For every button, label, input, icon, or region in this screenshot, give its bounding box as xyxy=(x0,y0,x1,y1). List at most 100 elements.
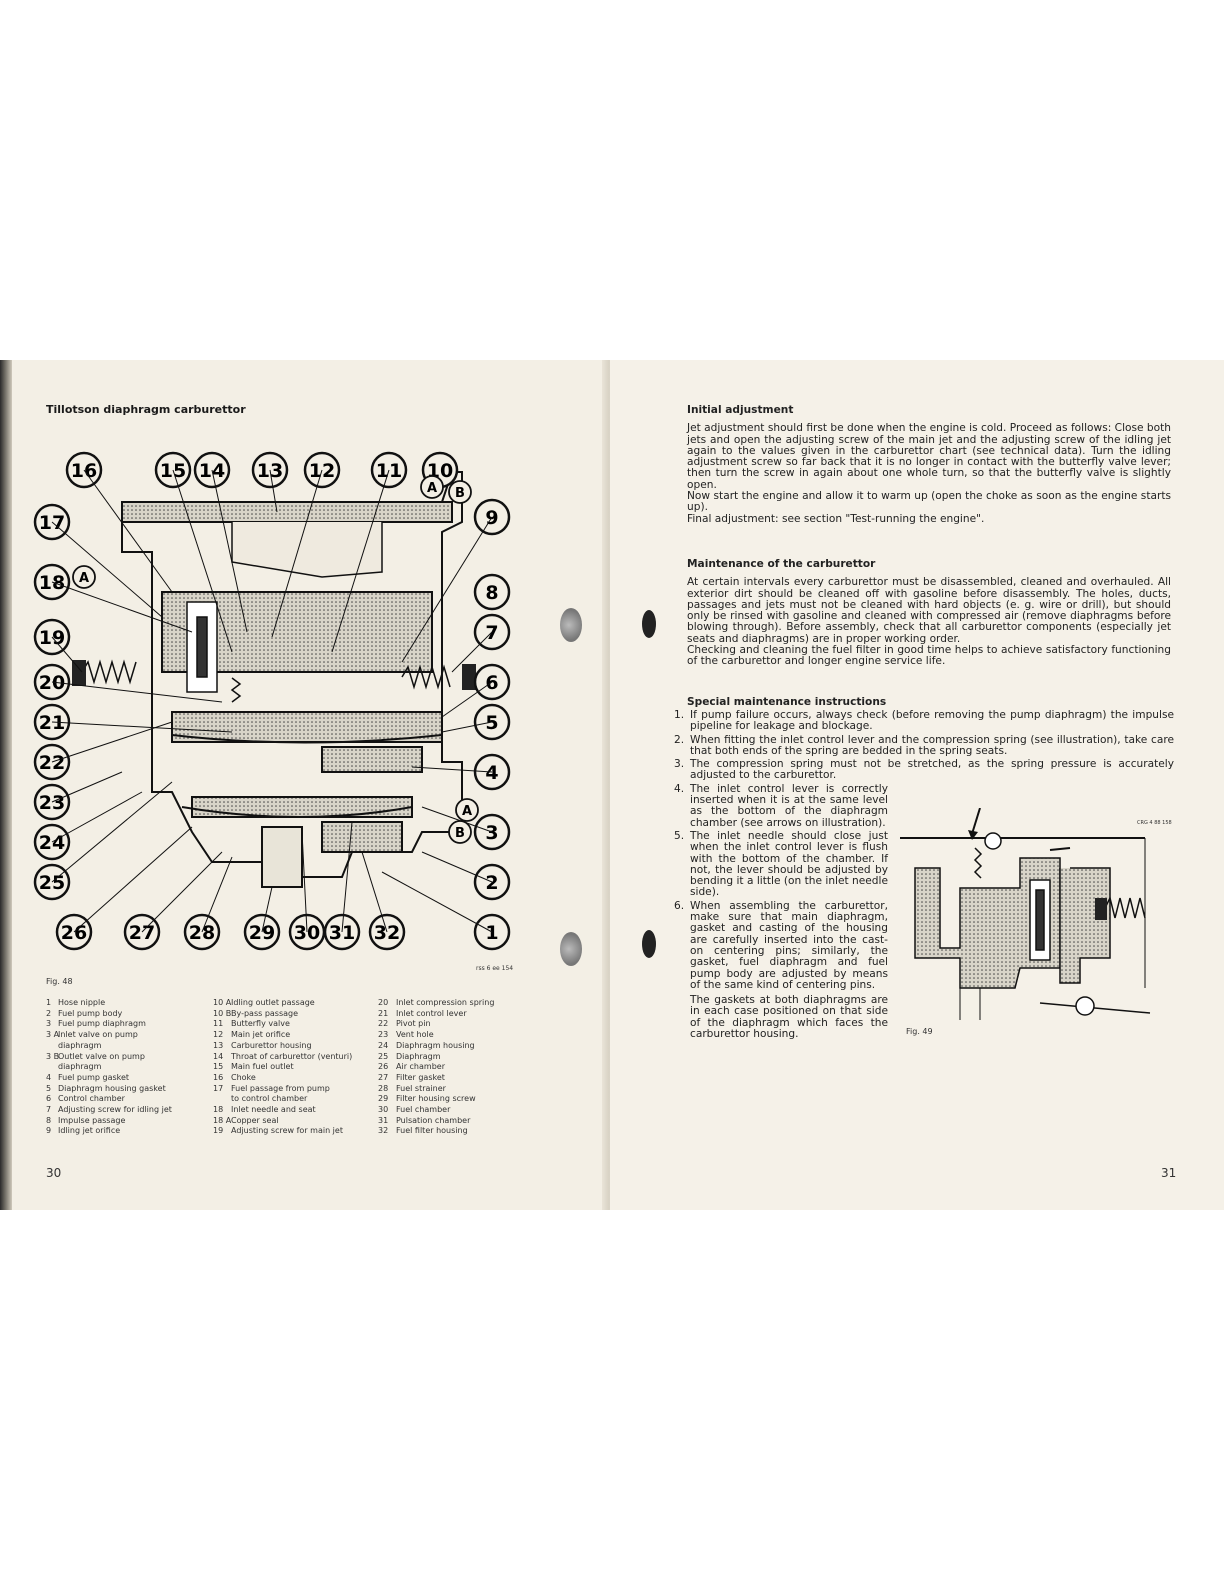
paragraph: Jet adjustment should first be done when… xyxy=(687,422,1171,491)
legend-text: Main fuel outlet xyxy=(231,1062,294,1072)
right-page: Initial adjustment Jet adjustment should… xyxy=(610,360,1224,1210)
legend-text: diaphragm xyxy=(58,1062,102,1072)
svg-text:5: 5 xyxy=(485,712,498,734)
legend-number: 7 xyxy=(46,1105,52,1115)
legend-number: 31 xyxy=(378,1115,389,1125)
svg-text:31: 31 xyxy=(329,922,355,944)
section-heading: Special maintenance instructions xyxy=(687,696,887,708)
figure-code: rss 6 ee 154 xyxy=(476,965,514,972)
svg-text:19: 19 xyxy=(39,627,65,649)
fig49-code: CRG 4 88 158 xyxy=(1137,820,1172,826)
fig49-label: Fig. 49 xyxy=(906,1027,933,1036)
paragraph: Checking and cleaning the fuel filter in… xyxy=(687,644,1171,668)
binding-edge xyxy=(0,360,12,1210)
legend-number: 9 xyxy=(46,1126,52,1136)
legend-number: 24 xyxy=(378,1040,389,1050)
svg-text:28: 28 xyxy=(189,922,215,944)
svg-text:9: 9 xyxy=(485,507,498,529)
legend-text: Air chamber xyxy=(396,1062,445,1072)
legend-number: 25 xyxy=(378,1051,389,1061)
svg-text:6: 6 xyxy=(485,672,498,694)
legend-number: 11 xyxy=(213,1019,224,1029)
legend-text: Hose nipple xyxy=(58,998,106,1007)
legend-text: Filter gasket xyxy=(396,1072,445,1082)
legend-row: 28 Fuel strainer xyxy=(378,1084,494,1095)
page-number-right: 31 xyxy=(1161,1166,1177,1180)
legend-row: 25 Diaphragm xyxy=(378,1052,494,1063)
legend-text: Main jet orifice xyxy=(231,1030,291,1040)
legend-text: Fuel passage from pump xyxy=(231,1083,330,1093)
legend-number: 32 xyxy=(378,1126,389,1136)
legend-text: Inlet needle and seat xyxy=(231,1105,316,1115)
legend-text: Filter housing screw xyxy=(396,1094,476,1104)
svg-text:4: 4 xyxy=(485,762,498,784)
sub-callout-B: B xyxy=(448,820,472,844)
callout-8: 8 xyxy=(473,573,511,611)
item-text: When fitting the inlet control lever and… xyxy=(690,733,1174,757)
punch-hole xyxy=(560,608,582,642)
item-number: 6. xyxy=(674,899,685,912)
svg-text:B: B xyxy=(455,826,465,841)
legend-number: 17 xyxy=(213,1083,224,1093)
legend-row: 24 Diaphragm housing xyxy=(378,1041,494,1052)
sub-callout-B: B xyxy=(448,480,472,504)
legend-text: Vent hole xyxy=(396,1030,434,1040)
svg-text:16: 16 xyxy=(71,460,97,482)
svg-text:3: 3 xyxy=(485,822,498,844)
list-item: 5.The inlet needle should close just whe… xyxy=(674,830,888,899)
svg-text:29: 29 xyxy=(249,922,275,944)
legend-row: 27 Filter gasket xyxy=(378,1073,494,1084)
legend-text: Diaphragm housing xyxy=(396,1040,475,1050)
legend-number: 21 xyxy=(378,1008,389,1018)
legend-row: 12 Main jet orifice xyxy=(213,1030,352,1041)
legend-row: 10 AIdling outlet passage xyxy=(213,998,352,1009)
paragraph: Now start the engine and allow it to war… xyxy=(687,490,1171,514)
legend-text: Fuel strainer xyxy=(396,1083,446,1093)
legend-number: 18 xyxy=(213,1105,224,1115)
legend-row: 18 Inlet needle and seat xyxy=(213,1105,352,1116)
legend-row: 10 BBy-pass passage xyxy=(213,1009,352,1020)
item-text: When assembling the carburettor, make su… xyxy=(690,899,888,991)
legend-number: 12 xyxy=(213,1030,224,1040)
legend-text: Diaphragm xyxy=(396,1051,441,1061)
legend-text: Copper seal xyxy=(231,1115,279,1125)
svg-text:30: 30 xyxy=(294,922,320,944)
callout-30: 30 xyxy=(288,913,326,951)
legend-number: 23 xyxy=(378,1030,389,1040)
punch-hole xyxy=(560,932,582,966)
legend-text: Pivot pin xyxy=(396,1019,431,1029)
legend-number: 30 xyxy=(378,1105,389,1115)
legend-text: Adjusting screw for main jet xyxy=(231,1126,343,1136)
legend-number: 1 xyxy=(46,998,52,1007)
legend-number: 15 xyxy=(213,1062,224,1072)
legend-number: 28 xyxy=(378,1083,389,1093)
legend-number: 10 B xyxy=(213,1008,232,1018)
item-number: 2. xyxy=(674,733,685,746)
item-text: The inlet control lever is correctly ins… xyxy=(690,782,888,829)
legend-number: 27 xyxy=(378,1072,389,1082)
legend-text: Impulse passage xyxy=(58,1115,126,1125)
legend-row: 3 AInlet valve on pump xyxy=(46,1030,172,1041)
legend-row: diaphragm xyxy=(46,1041,172,1052)
paragraph: At certain intervals every carburettor m… xyxy=(687,576,1171,645)
item-text: If pump failure occurs, always check (be… xyxy=(690,709,1174,733)
svg-text:27: 27 xyxy=(129,922,155,944)
list-item: 1.If pump failure occurs, always check (… xyxy=(674,709,1174,733)
legend-number: 3 A xyxy=(46,1030,60,1040)
section-heading: Initial adjustment xyxy=(687,404,794,416)
sub-callout-A: A xyxy=(420,475,444,499)
